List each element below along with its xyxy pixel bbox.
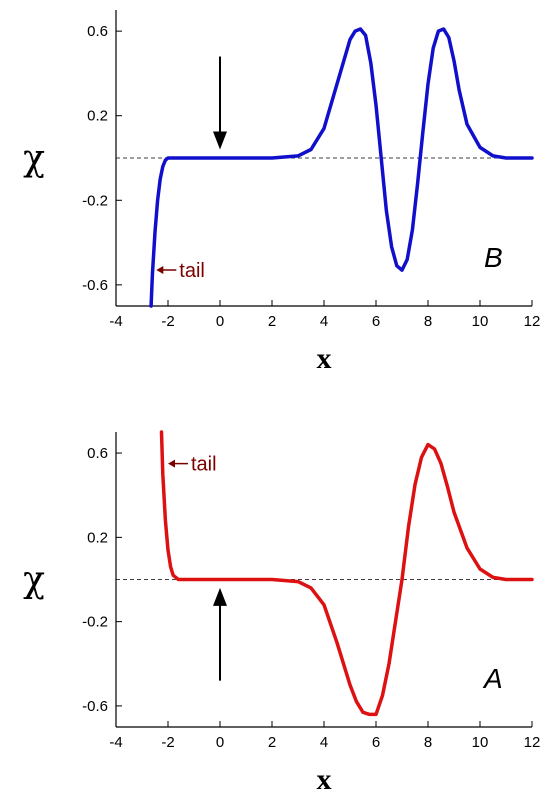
y-tick-label: 0.6 [87,23,108,40]
panel-letter: B [484,242,503,273]
x-tick-label: 0 [216,734,224,751]
x-tick-label: -2 [161,734,174,751]
x-axis-label: x [317,342,332,375]
tail-pointer-head [168,459,175,468]
tail-annotation: tail [179,260,205,282]
x-tick-label: -4 [109,734,122,751]
x-tick-label: 8 [424,734,432,751]
y-axis-label: χ [23,138,45,179]
x-tick-label: 0 [216,313,224,330]
x-tick-label: 12 [524,734,541,751]
marker-arrow-head [213,131,227,150]
x-tick-label: 6 [372,313,380,330]
x-tick-label: 8 [424,313,432,330]
tail-annotation: tail [191,454,217,476]
y-axis-label: χ [23,560,45,601]
x-tick-label: 10 [472,734,489,751]
y-tick-label: -0.2 [82,192,108,209]
y-tick-label: -0.6 [82,277,108,294]
panel-letter: A [482,663,503,694]
series-line [159,430,534,717]
y-tick-label: 0.2 [87,108,108,125]
x-tick-label: 6 [372,734,380,751]
y-tick-label: 0.2 [87,529,108,546]
x-tick-label: 2 [268,734,276,751]
y-tick-label: 0.6 [87,445,108,462]
x-axis-label: x [317,763,332,796]
x-tick-label: 4 [320,734,328,751]
x-tick-label: 10 [472,313,489,330]
x-tick-label: 12 [524,313,541,330]
y-tick-label: -0.6 [82,698,108,715]
x-tick-label: -4 [109,313,122,330]
y-tick-label: -0.2 [82,614,108,631]
x-tick-label: 2 [268,313,276,330]
series-line [149,27,534,308]
tail-pointer-head [156,266,164,275]
x-tick-label: -2 [161,313,174,330]
marker-arrow-head [213,587,227,606]
panel-b: -4 -2 0 2 4 6 8 10 12 0.6 0.2 -0.2 -0.6 tail Bx χ [23,10,540,375]
x-tick-label: 4 [320,313,328,330]
